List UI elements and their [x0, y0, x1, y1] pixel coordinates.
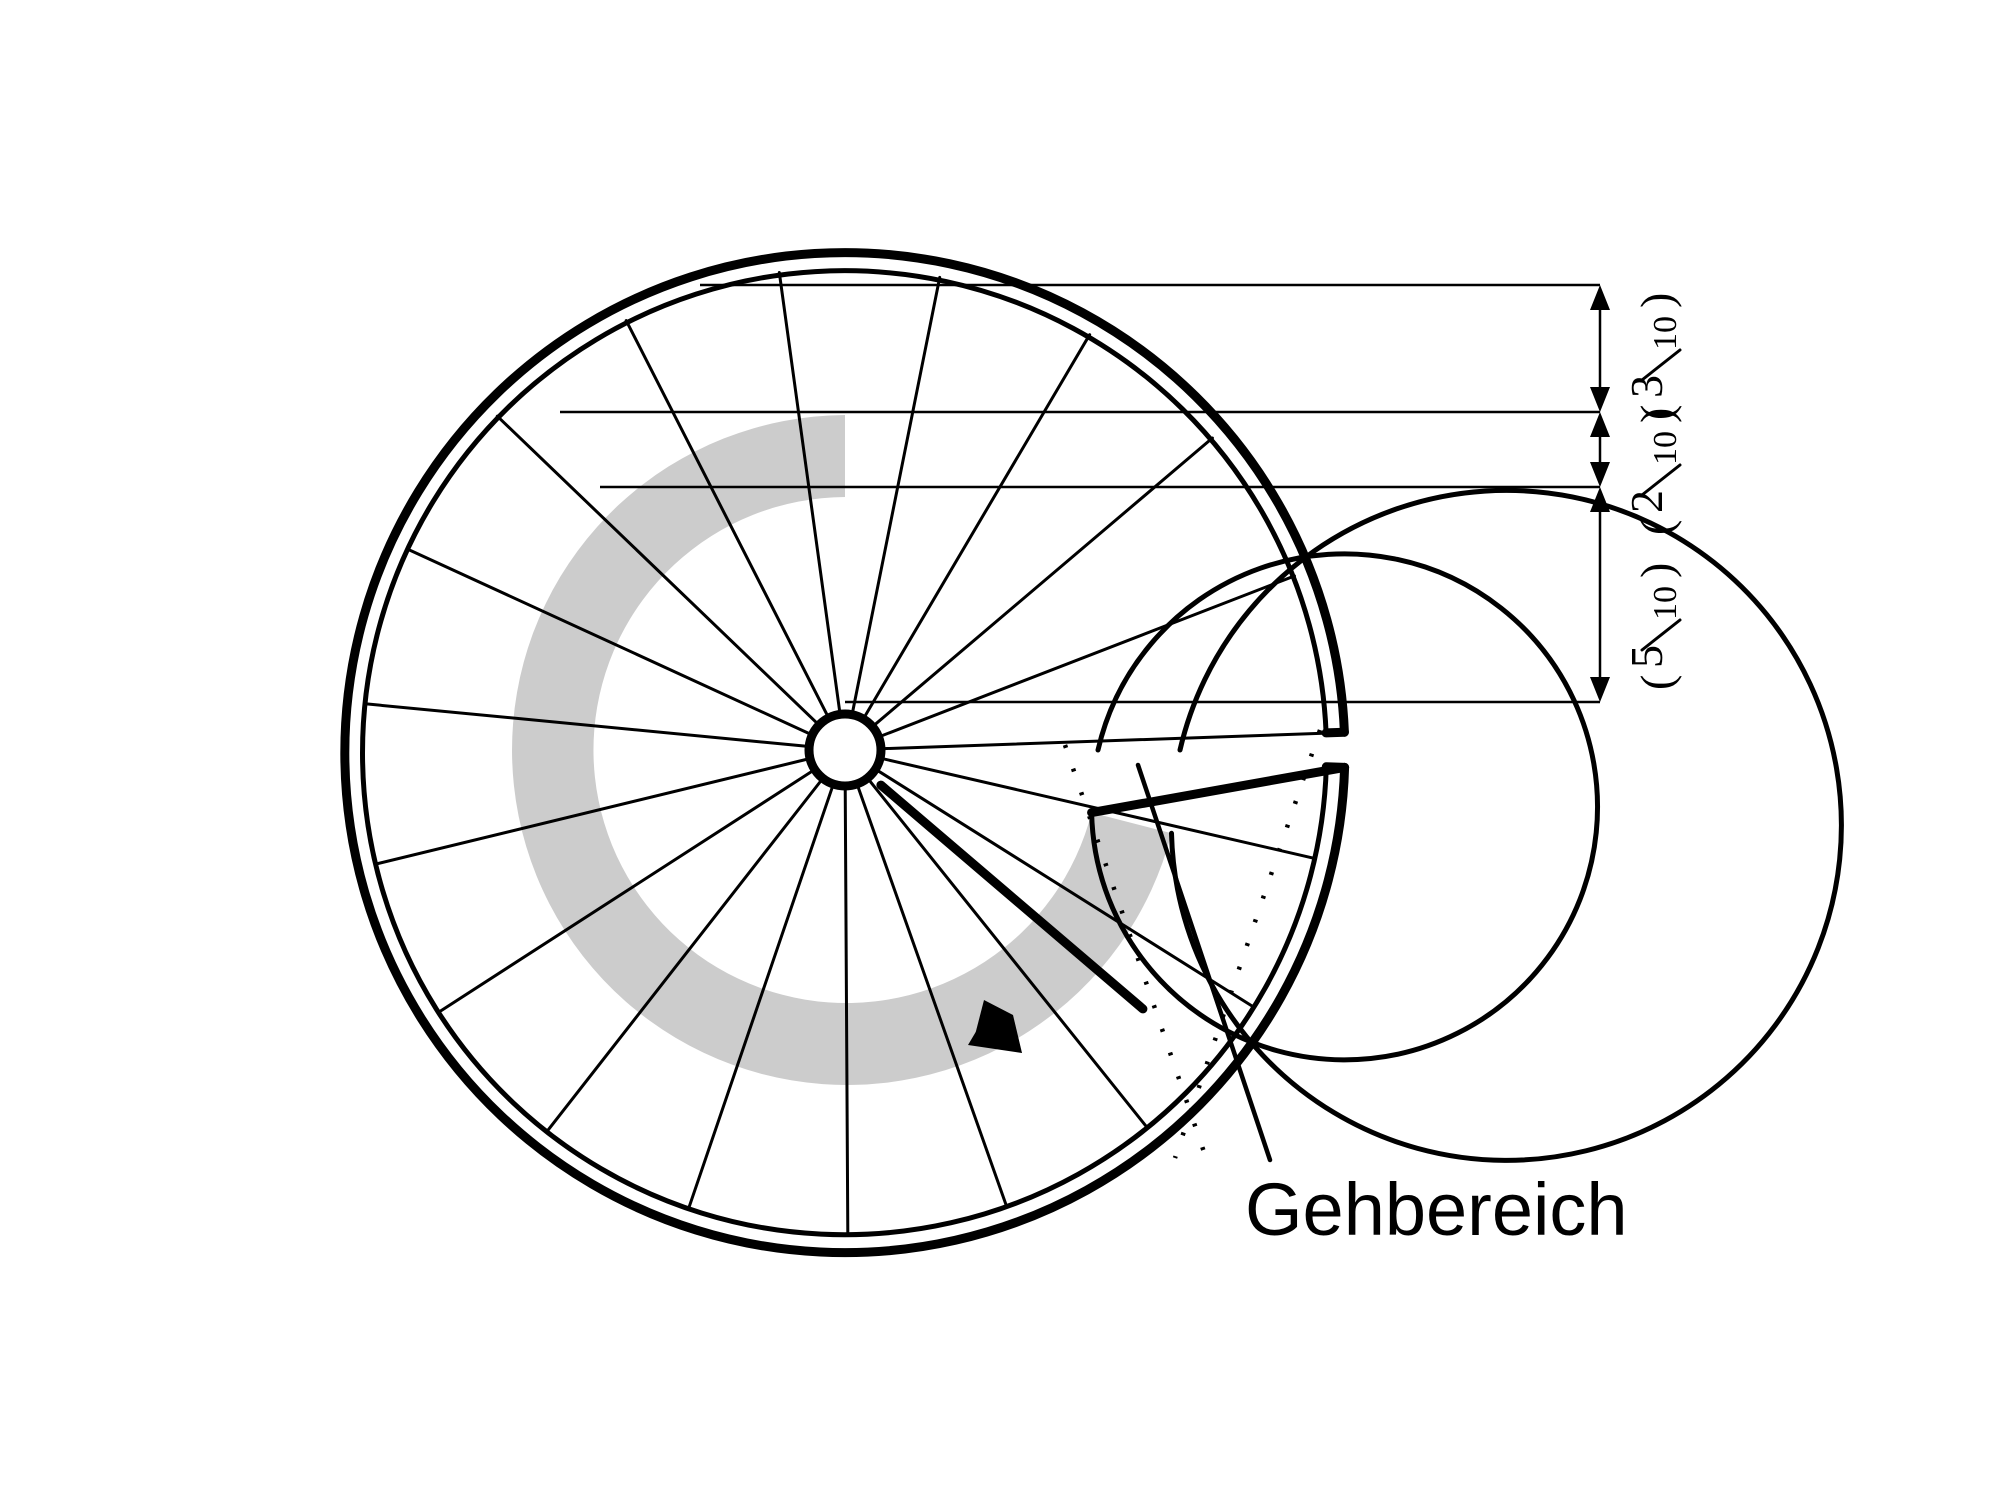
- stair-cut-group: [876, 762, 1350, 1014]
- step-divider: [546, 776, 825, 1132]
- dim-label-3-10-close: ): [1631, 293, 1682, 308]
- step-divider: [363, 702, 811, 749]
- dimension-arrow-group: [1590, 285, 1610, 702]
- dim-label-3-10-open: (: [1631, 405, 1682, 420]
- walking-direction-arrow: [968, 1000, 1022, 1053]
- center-hub-circle: [804, 709, 886, 791]
- dim-label-3-10-num: 3: [1621, 375, 1672, 398]
- hub-fill: [809, 714, 881, 786]
- step-divider: [877, 574, 1296, 739]
- stair-end-radial-top: [1087, 762, 1350, 818]
- dim-arrowhead-up-2-10: [1590, 412, 1610, 437]
- band-outer-arc: [1169, 487, 1844, 1163]
- dim-label-5-10-bar: [1640, 618, 1682, 652]
- dimension-label-5-10: ( 5 10 ): [1621, 563, 1684, 690]
- dim-label-3-10-bar: [1640, 348, 1682, 382]
- dim-label-5-10-open: (: [1631, 675, 1682, 690]
- dim-arrowhead-down-2-10: [1590, 462, 1610, 487]
- step-divider: [850, 275, 942, 717]
- inner-ring-group: [1089, 487, 1844, 1163]
- tread-outer-arc: [360, 268, 1329, 1238]
- step-divider: [777, 271, 842, 716]
- dim-label-2-10-close: ): [1631, 408, 1682, 423]
- step-divider: [843, 784, 850, 1234]
- direction-arrow-head-tip: [968, 1008, 1022, 1053]
- step-divider: [873, 767, 1255, 1009]
- dim-arrowhead-up-5-10: [1590, 487, 1610, 512]
- step-divider: [438, 768, 817, 1013]
- step-divider: [879, 731, 1329, 751]
- dotted-leader-right: [1172, 729, 1323, 1159]
- step-divider: [865, 776, 1148, 1128]
- dim-arrowhead-down-3-10: [1590, 387, 1610, 412]
- dim-label-2-10-bar: [1640, 463, 1682, 497]
- dimension-extension-lines: [560, 283, 1600, 704]
- gehbereich-leader-group: [1135, 762, 1273, 1163]
- stair-end-cap-top: [1321, 727, 1349, 738]
- outer-wall-arc: [340, 248, 1350, 1258]
- dim-label-2-10-open: (: [1631, 520, 1682, 535]
- stair-start-radial-bottom: [876, 780, 1148, 1014]
- dim-label-3-10-den: 10: [1647, 316, 1684, 350]
- step-divider: [405, 547, 814, 737]
- dim-label-5-10-num: 5: [1621, 645, 1672, 668]
- gehbereich-label: Gehbereich: [1245, 1168, 1628, 1251]
- dim-arrowhead-up-3-10: [1590, 285, 1610, 310]
- step-divider: [687, 782, 835, 1208]
- step-divider: [861, 333, 1092, 721]
- dimension-label-3-10: ( 3 10 ): [1621, 293, 1684, 420]
- step-divider-group: [363, 271, 1329, 1234]
- dimension-label-2-10: ( 2 10 ): [1621, 408, 1684, 535]
- step-divider: [624, 319, 831, 720]
- band-inner-arc: [1089, 551, 1601, 1063]
- dim-arrowhead-down-5-10: [1590, 677, 1610, 702]
- dim-label-5-10-den: 10: [1647, 586, 1684, 620]
- step-divider: [375, 757, 812, 866]
- step-divider: [495, 414, 821, 727]
- dim-label-5-10-close: ): [1631, 563, 1682, 578]
- center-hub-group: [804, 709, 886, 791]
- dim-label-2-10-num: 2: [1621, 490, 1672, 513]
- step-divider: [870, 436, 1214, 729]
- dim-label-2-10-den: 10: [1647, 431, 1684, 465]
- step-divider: [855, 782, 1008, 1206]
- gehbereich-leader-line: [1135, 762, 1273, 1163]
- gehbereich-dotted-leaders: [1062, 729, 1323, 1159]
